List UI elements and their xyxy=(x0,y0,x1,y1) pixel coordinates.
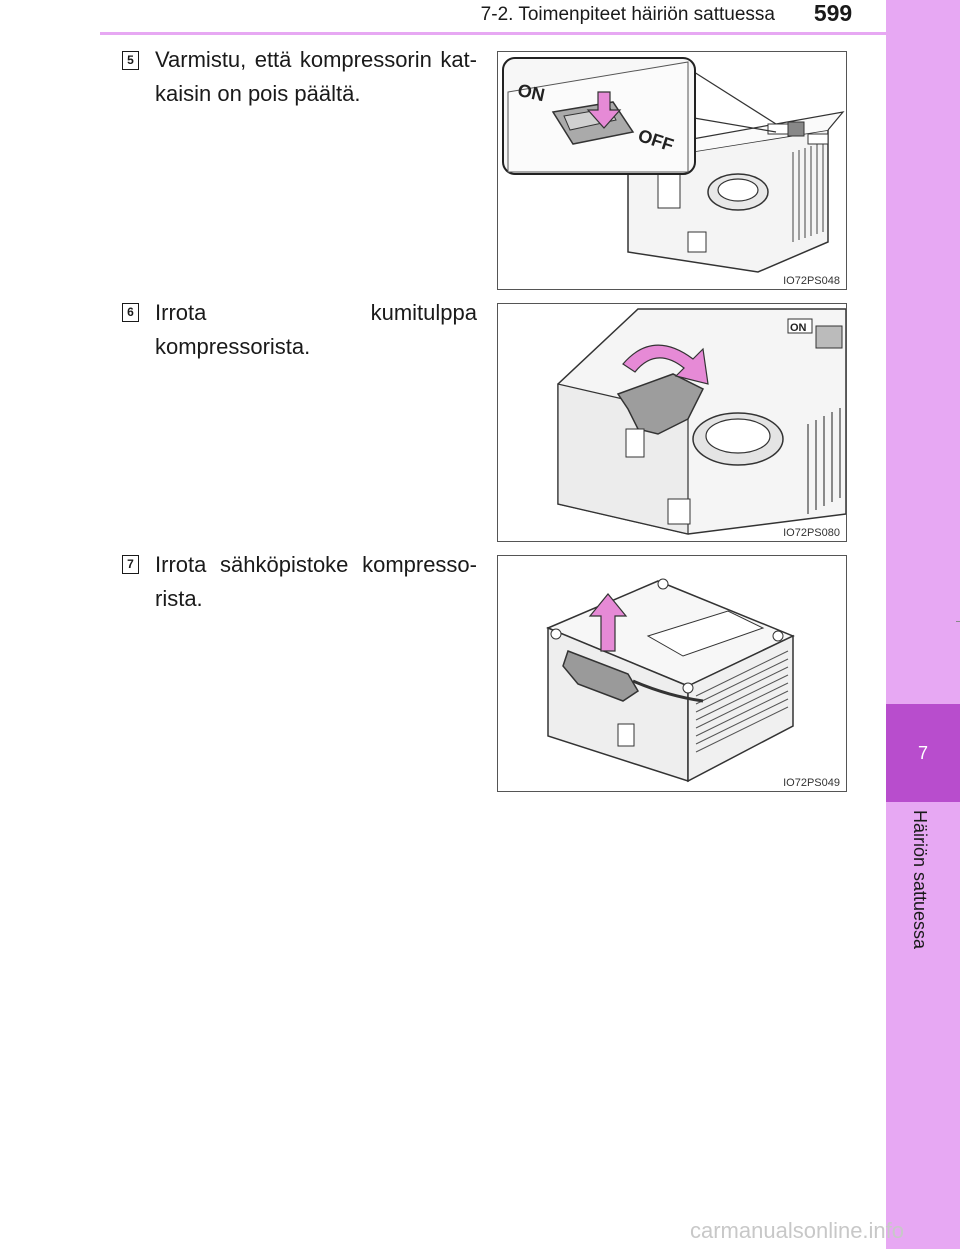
chapter-label: Häiriön sattuessa xyxy=(910,810,930,950)
footer-watermark: carmanualsonline.info xyxy=(690,1218,905,1243)
header-divider xyxy=(100,32,886,35)
page-number: 599 xyxy=(813,0,853,26)
step-number-7: 7 xyxy=(122,555,139,574)
chapter-side-tab xyxy=(886,0,960,1249)
fig6-on-label: ON xyxy=(790,322,807,334)
figure-code-7: IO72PS049 xyxy=(781,777,842,789)
section-title: 7-2. Toimenpiteet häiriön sattuessa xyxy=(480,4,775,25)
figure-power-plug: IO72PS049 xyxy=(497,555,847,792)
step-number-6: 6 xyxy=(122,303,139,322)
edge-tick-mark xyxy=(956,621,960,622)
step-text-5: Varmistu, että kompressorin kat­kaisin o… xyxy=(155,47,477,106)
figure-compressor-switch: ON OFF IO72PS048 xyxy=(497,51,847,290)
figure-code-6: IO72PS080 xyxy=(781,527,842,539)
step-text-7: Irrota sähköpistoke kompresso­rista. xyxy=(155,552,477,611)
figure-rubber-plug: ON IO72PS080 xyxy=(497,303,847,542)
step-number-5: 5 xyxy=(122,51,139,70)
chapter-number-tab: 7 xyxy=(886,704,960,802)
step-text-6: Irrota kumitulppa kompressorista. xyxy=(155,300,477,359)
figure-code-5: IO72PS048 xyxy=(781,275,842,287)
